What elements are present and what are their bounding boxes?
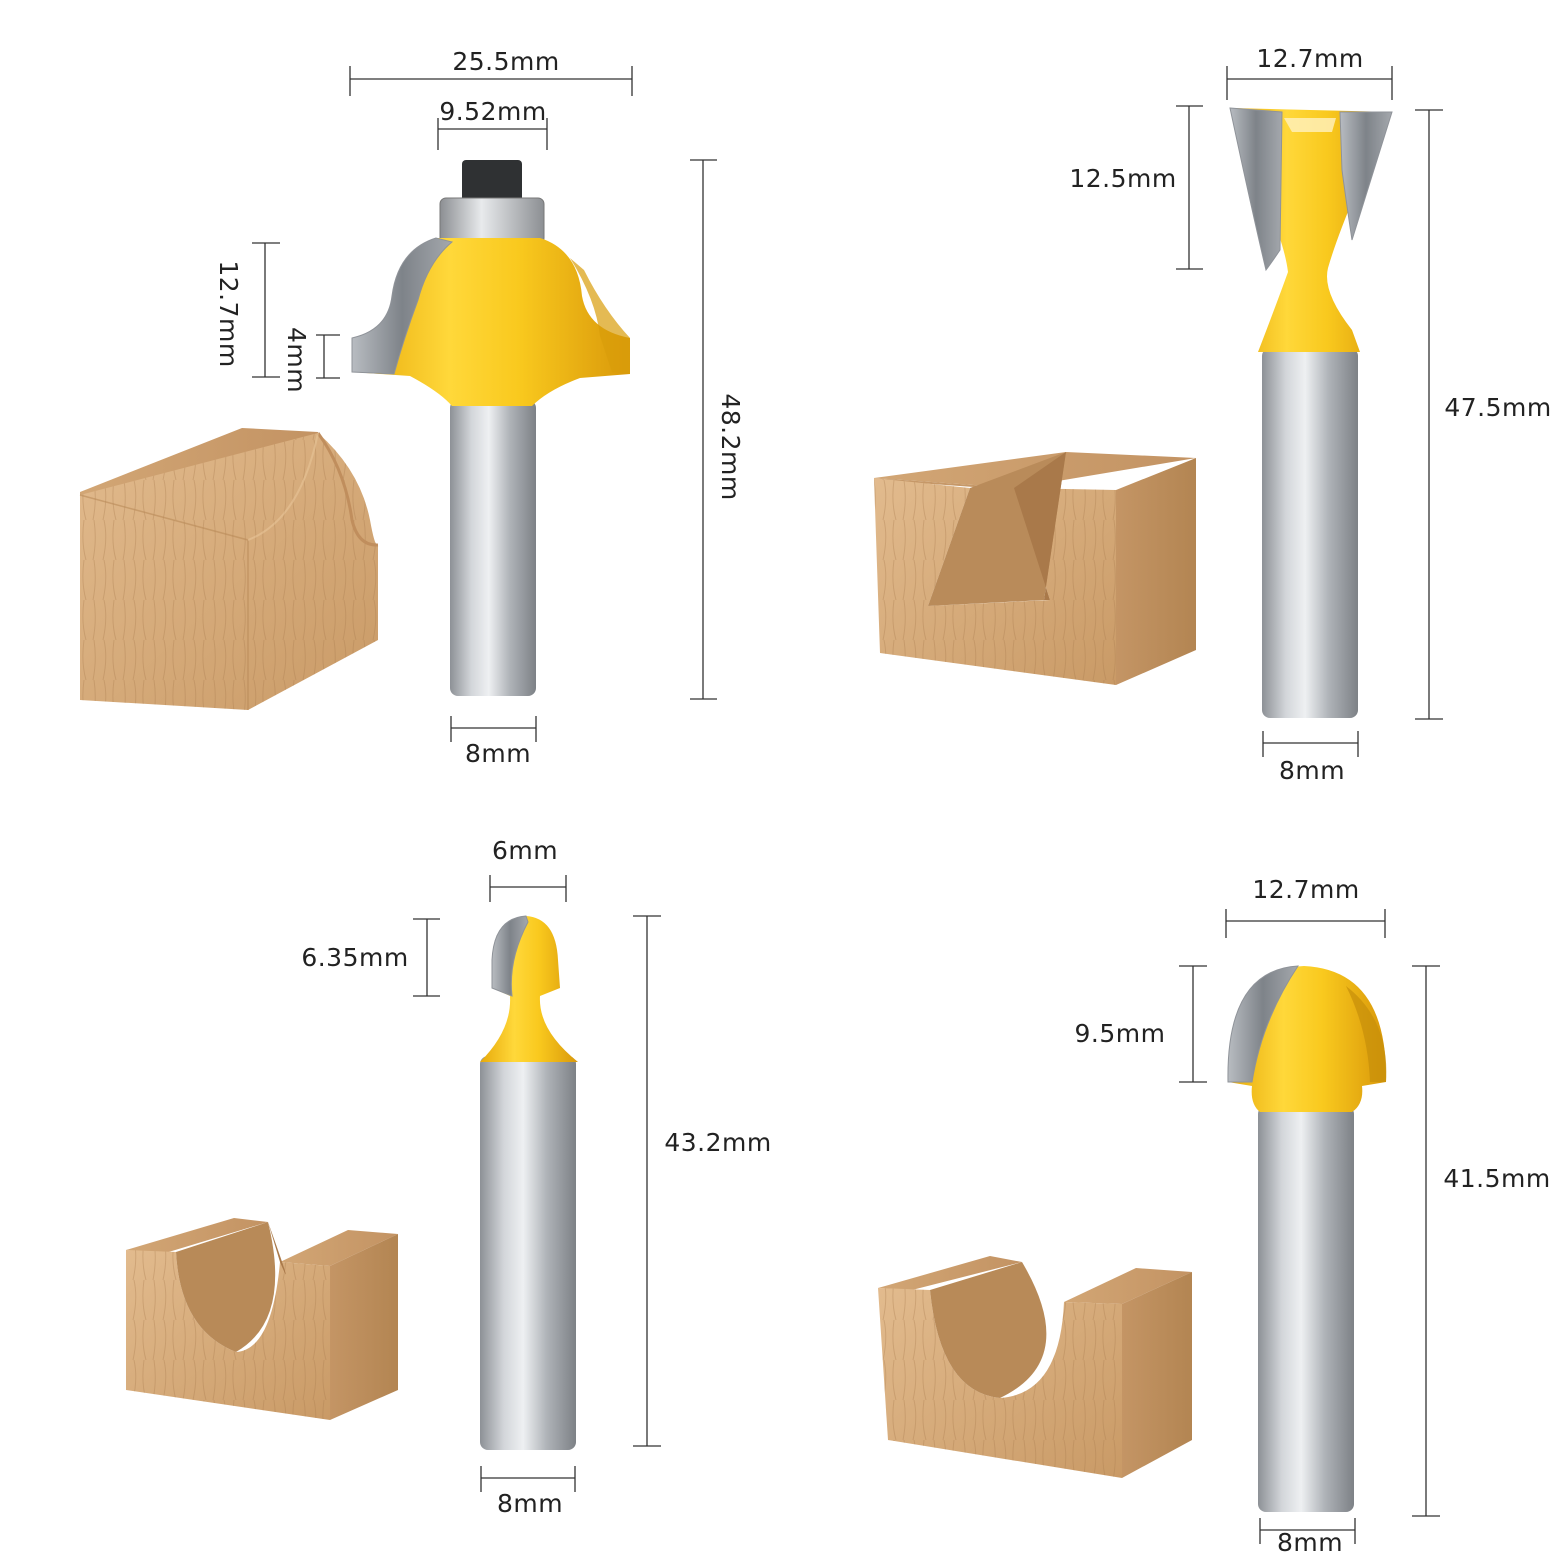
dimension-cut-width: 12.7mm: [1225, 875, 1386, 938]
shank: [1262, 348, 1358, 718]
dimension-cut-height: 12.5mm: [1069, 105, 1203, 270]
wood-block-small-cove: [126, 1218, 398, 1420]
wood-block-dovetail: [874, 452, 1196, 685]
dimension-total-length: 47.5mm: [1415, 109, 1551, 720]
ogee-cutter-body: [351, 237, 630, 406]
label-total-length: 47.5mm: [1444, 393, 1551, 422]
dimension-shank-diameter: 8mm: [450, 716, 537, 768]
label-shank-diameter: 8mm: [497, 1489, 563, 1518]
label-shank-diameter: 8mm: [1277, 1528, 1343, 1557]
small-core-box-cutter-body: [480, 915, 578, 1062]
dimension-cut-width: 12.7mm: [1226, 44, 1393, 100]
panel-dovetail-bit: 12.7mm 12.5mm 47.5mm 8mm: [874, 44, 1551, 785]
label-shank-diameter: 8mm: [465, 739, 531, 768]
bearing: [439, 160, 545, 245]
label-cut-width: 12.7mm: [1256, 44, 1363, 73]
label-cut-height: 9.5mm: [1075, 1019, 1166, 1048]
dimension-cut-width: 6mm: [489, 836, 567, 902]
panel-core-box-bit-small: 6mm 6.35mm 43.2mm 8mm: [126, 836, 771, 1518]
label-cut-width: 12.7mm: [1252, 875, 1359, 904]
label-cut-height: 6.35mm: [301, 943, 408, 972]
panel-roman-ogee-bit: 25.5mm 9.52mm 12.7mm 4mm 48.2mm: [79, 47, 745, 768]
dimension-shank-diameter: 8mm: [1259, 1518, 1356, 1557]
shank: [450, 400, 536, 696]
dovetail-cutter-body: [1229, 107, 1393, 352]
label-total-length: 48.2mm: [716, 393, 745, 500]
dimension-shank-diameter: 8mm: [480, 1466, 576, 1518]
dimension-step-height: 4mm: [282, 327, 340, 393]
dimension-shank-diameter: 8mm: [1262, 731, 1359, 785]
dimension-overall-width: 25.5mm: [349, 47, 633, 96]
label-cut-height: 12.7mm: [214, 260, 243, 367]
wood-block-large-cove: [878, 1256, 1192, 1478]
dimension-total-length: 48.2mm: [690, 159, 745, 700]
label-cut-height: 12.5mm: [1069, 164, 1176, 193]
dimension-cut-height: 12.7mm: [214, 242, 280, 378]
dimension-cut-height: 6.35mm: [301, 918, 440, 997]
dimension-total-length: 43.2mm: [633, 915, 771, 1447]
shank: [1258, 1106, 1354, 1512]
dimension-total-length: 41.5mm: [1412, 965, 1550, 1517]
panel-core-box-bit-large: 12.7mm 9.5mm 41.5mm 8mm: [878, 875, 1550, 1557]
wood-block-ogee-profile: [79, 428, 379, 710]
label-shank-diameter: 8mm: [1279, 756, 1345, 785]
label-cut-width: 6mm: [492, 836, 558, 865]
dimension-cut-height: 9.5mm: [1075, 965, 1207, 1083]
label-step-height: 4mm: [282, 327, 311, 393]
label-bearing-width: 9.52mm: [439, 97, 546, 126]
label-total-length: 43.2mm: [664, 1128, 771, 1157]
label-total-length: 41.5mm: [1443, 1164, 1550, 1193]
shank: [480, 1056, 576, 1450]
label-overall-width: 25.5mm: [452, 47, 559, 76]
dimension-bearing-width: 9.52mm: [437, 97, 548, 150]
large-core-box-cutter-body: [1227, 965, 1387, 1112]
